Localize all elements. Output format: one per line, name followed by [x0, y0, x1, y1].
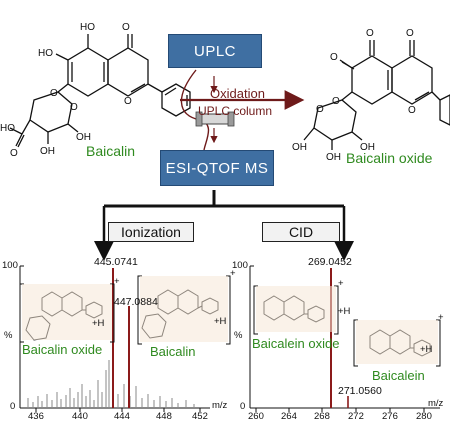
right-struct-2-plus: +	[438, 312, 444, 323]
svg-text:O: O	[70, 102, 78, 113]
baicalin-oxide-atoms: O O O O O O OH OH OH	[292, 28, 416, 163]
svg-text:O: O	[124, 96, 132, 107]
inset-panel-baicalin-oxide	[22, 284, 112, 340]
left-struct-2-plus: +	[230, 268, 236, 279]
ionization-label: Ionization	[121, 224, 181, 240]
right-tick-280: 280	[416, 411, 432, 421]
baicalin-oxide-name: Baicalin oxide	[346, 150, 433, 166]
left-struct-1-label: Baicalin oxide	[22, 342, 103, 357]
svg-text:HO: HO	[38, 48, 53, 59]
svg-text:OH: OH	[326, 152, 341, 163]
left-y-top: 100	[2, 260, 18, 271]
cid-label: CID	[288, 224, 314, 240]
svg-text:HO: HO	[80, 22, 95, 33]
right-spectrum-axes	[249, 265, 440, 412]
svg-text:O: O	[332, 96, 340, 107]
right-x-unit: m/z	[428, 398, 444, 409]
left-struct-1-charge: +H	[92, 318, 105, 329]
svg-text:O: O	[408, 105, 416, 116]
svg-text:O: O	[122, 22, 130, 33]
right-peak-2-label: 271.0560	[338, 385, 382, 397]
right-struct-2-charge: +H	[420, 344, 433, 355]
esi-qtof-box: ESI-QTOF MS	[160, 150, 274, 186]
left-tick-444: 444	[114, 411, 130, 421]
right-struct-2-label: Baicalein	[372, 368, 425, 383]
oxidation-label: Oxidation	[210, 86, 265, 101]
right-peak-1-label: 269.0452	[308, 256, 352, 268]
right-tick-276: 276	[382, 411, 398, 421]
esi-label: ESI-QTOF MS	[165, 159, 269, 177]
right-y-top: 100	[232, 260, 248, 271]
uplc-label: UPLC	[193, 42, 236, 60]
inset-panel-baicalein	[356, 320, 438, 364]
left-noise-peaks	[27, 360, 195, 408]
left-struct-1-plus: +	[114, 276, 120, 287]
left-y-bottom: 0	[10, 401, 16, 412]
right-y-bottom: 0	[240, 401, 246, 412]
svg-text:O: O	[406, 28, 414, 39]
right-struct-1-charge: +H	[338, 306, 351, 317]
svg-text:OH: OH	[76, 132, 91, 143]
svg-text:O: O	[366, 28, 374, 39]
right-tick-260: 260	[248, 411, 264, 421]
baicalin-structure	[9, 34, 191, 148]
svg-text:O: O	[316, 104, 324, 115]
baicalin-oxide-structure	[303, 40, 450, 150]
cid-tag: CID	[262, 222, 340, 242]
inset-panel-baicalin	[140, 276, 228, 342]
left-y-unit: %	[4, 330, 13, 341]
right-y-unit: %	[234, 330, 243, 341]
right-struct-1-plus: +	[338, 278, 344, 289]
inset-panel-baicalein-oxide	[256, 286, 336, 332]
svg-text:HO: HO	[0, 123, 15, 134]
right-struct-1-label: Baicalein oxide	[252, 336, 340, 351]
column-icon	[195, 111, 235, 127]
left-x-unit: m/z	[212, 400, 228, 411]
left-tick-448: 448	[156, 411, 172, 421]
svg-text:O: O	[10, 148, 18, 159]
right-tick-272: 272	[348, 411, 364, 421]
left-peak-1-label: 445.0741	[94, 256, 138, 268]
baicalin-atoms: HO O HO O O O HO O OH OH	[0, 22, 132, 159]
svg-text:O: O	[50, 88, 58, 99]
left-peak-2-label: 447.0884	[114, 296, 158, 308]
baicalin-name: Baicalin	[86, 143, 136, 159]
left-tick-436: 436	[28, 411, 44, 421]
left-struct-2-charge: +H	[214, 316, 227, 327]
svg-text:OH: OH	[292, 142, 307, 153]
right-tick-268: 268	[314, 411, 330, 421]
left-struct-2-label: Baicalin	[150, 344, 196, 359]
ionization-tag: Ionization	[108, 222, 194, 242]
svg-text:OH: OH	[40, 146, 55, 157]
svg-text:OH: OH	[360, 142, 375, 153]
uplc-box: UPLC	[168, 34, 262, 68]
left-tick-440: 440	[72, 411, 88, 421]
left-tick-452: 452	[192, 411, 208, 421]
right-tick-264: 264	[281, 411, 297, 421]
column-label: UPLC column	[198, 104, 273, 118]
svg-text:O: O	[330, 52, 338, 63]
